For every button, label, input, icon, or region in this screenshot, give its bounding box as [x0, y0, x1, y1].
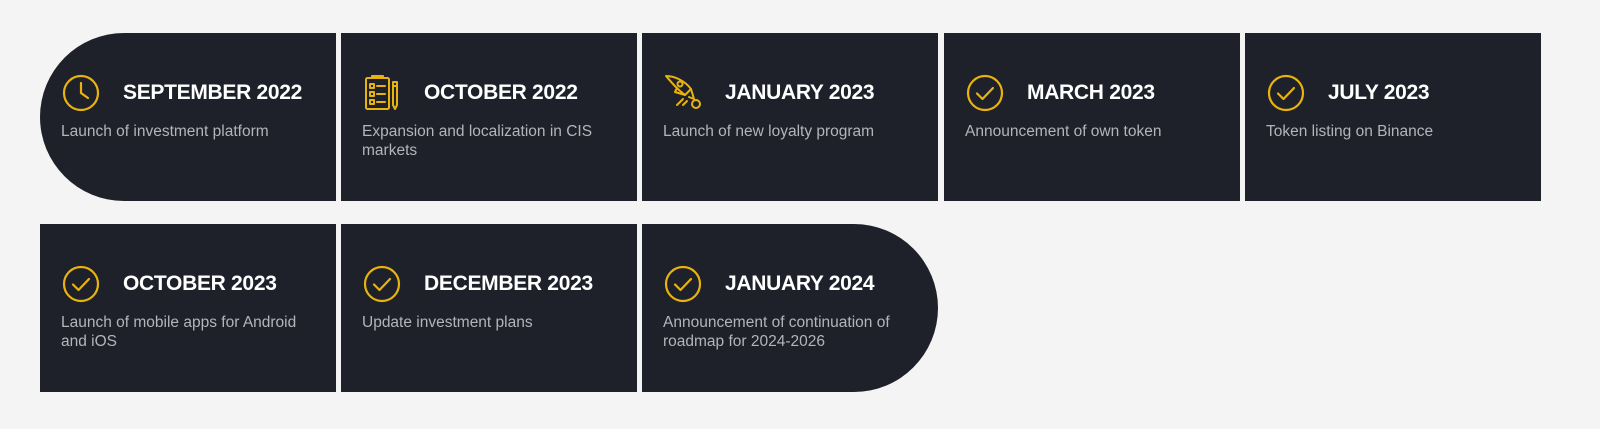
roadmap-card-january-2024: JANUARY 2024 Announcement of continuatio…: [642, 224, 938, 392]
roadmap-card-september-2022: SEPTEMBER 2022 Launch of investment plat…: [40, 33, 336, 201]
roadmap-card-july-2023: JULY 2023 Token listing on Binance: [1245, 33, 1541, 201]
check-circle-icon: [61, 264, 105, 304]
checklist-icon: [362, 73, 406, 113]
check-circle-icon: [362, 264, 406, 304]
roadmap-card-december-2023: DECEMBER 2023 Update investment plans: [341, 224, 637, 392]
roadmap-card-march-2023: MARCH 2023 Announcement of own token: [944, 33, 1240, 201]
card-title: JULY 2023: [1328, 81, 1430, 104]
card-title: DECEMBER 2023: [424, 272, 593, 295]
card-description: Expansion and localization in CIS market…: [362, 123, 593, 159]
card-description: Update investment plans: [362, 314, 533, 331]
card-title: OCTOBER 2023: [123, 272, 277, 295]
check-circle-icon: [663, 264, 707, 304]
clock-icon: [61, 73, 105, 113]
check-circle-icon: [965, 73, 1009, 113]
card-title: SEPTEMBER 2022: [123, 81, 303, 104]
card-description: Launch of investment platform: [61, 123, 269, 140]
card-description: Announcement of own token: [965, 123, 1162, 140]
check-circle-icon: [1266, 73, 1310, 113]
card-title: JANUARY 2023: [725, 81, 875, 104]
card-title: JANUARY 2024: [725, 272, 875, 295]
card-description: Launch of new loyalty program: [663, 123, 875, 140]
card-description: Token listing on Binance: [1266, 123, 1434, 140]
card-title: OCTOBER 2022: [424, 81, 578, 104]
roadmap-card-october-2022: OCTOBER 2022 Expansion and localization …: [341, 33, 637, 201]
card-title: MARCH 2023: [1027, 81, 1155, 104]
roadmap-card-october-2023: OCTOBER 2023 Launch of mobile apps for A…: [40, 224, 336, 392]
card-description: Launch of mobile apps for Android and iO…: [61, 314, 297, 350]
rocket-icon: [663, 73, 707, 113]
roadmap-card-january-2023: JANUARY 2023 Launch of new loyalty progr…: [642, 33, 938, 201]
card-description: Announcement of continuation of roadmap …: [663, 314, 890, 350]
